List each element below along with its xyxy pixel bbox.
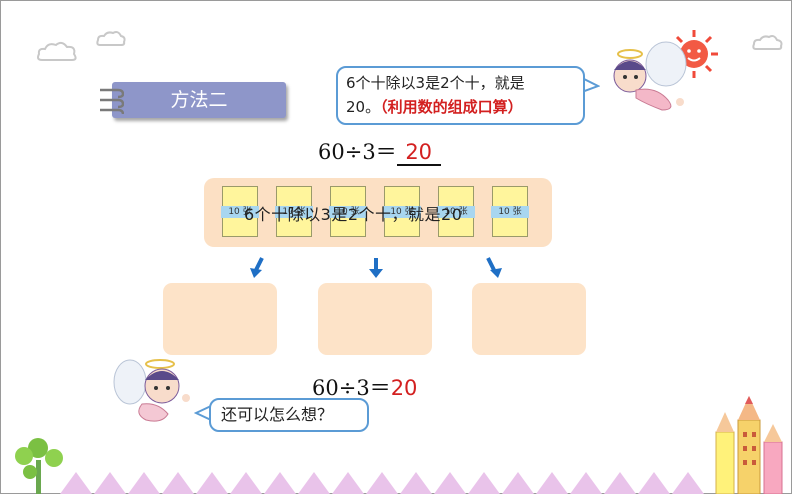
method-tab-label: 方法二 [170,89,228,111]
hint-line-2: 20。（利用数的组成口算） [346,95,575,119]
bundle-band-label: 10 张 [275,206,313,218]
bundle-band-label: 10 张 [437,206,475,218]
equation-bottom: 60÷3＝20 [312,372,417,402]
equation-bottom-expr: 60÷3＝ [312,376,391,400]
equation-top-expr: 60÷3＝ [318,140,397,164]
cloud-icon [37,41,77,61]
group-box [163,283,277,355]
bubble-tail [194,405,212,421]
hint-line-2-note: （利用数的组成口算） [380,98,523,116]
bundle-band-label: 10 张 [329,206,367,218]
cloud-icon [96,31,126,46]
paper-bundle: 10 张 [275,186,313,237]
paper-bundle: 10 张 [383,186,421,237]
cloud-icon [752,35,783,50]
equation-bottom-answer: 20 [390,376,418,400]
pencil-icon [715,396,783,494]
ring-binder-icon [100,88,124,115]
equation-top: 60÷3＝20 [318,136,441,166]
bundle-band-label: 10 张 [221,206,259,218]
angel-icon [613,41,687,111]
hint-bubble-top: 6个十除以3是2个十，就是 20。（利用数的组成口算） [336,66,585,125]
paper-bundle: 10 张 [437,186,475,237]
arrow-down-icon [486,257,502,278]
paper-bundle: 10 张 [491,186,529,237]
overlay-text: 6个十除以3是2个十，就是20 [244,205,463,224]
equation-top-answer: 20 [396,140,441,166]
angel-icon [113,359,190,422]
group-box [472,283,586,355]
hint-bubble-bottom: 还可以怎么想？ [209,398,369,432]
bundle-band-label: 10 张 [383,206,421,218]
arrow-down-icon [250,257,264,278]
hint-line-2-prefix: 20。 [346,98,381,116]
method-tab: 方法二 [112,82,286,118]
paper-bundle: 10 张 [329,186,367,237]
ground-decoration [60,472,704,494]
tree-icon [15,438,63,494]
group-box [318,283,432,355]
arrow-down-icon [369,258,383,278]
paper-bundle: 10 张 [221,186,259,237]
hint-line-1: 6个十除以3是2个十，就是 [346,74,525,92]
bundle-band-label: 10 张 [491,206,529,218]
sun-icon [670,30,718,78]
